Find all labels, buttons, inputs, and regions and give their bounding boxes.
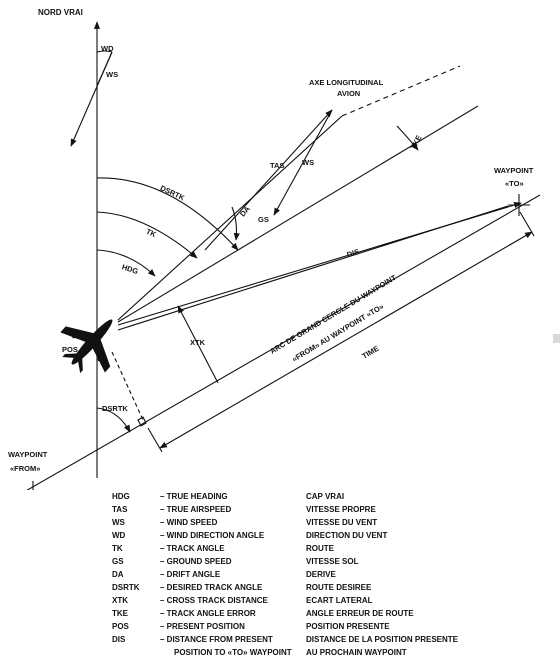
hdg-arc xyxy=(96,249,156,277)
legend-abbr: TKE xyxy=(112,609,128,618)
label-da: DA xyxy=(238,204,252,219)
legend-row: XTK – CROSS TRACK DISTANCE ECART LATERAL xyxy=(112,595,472,607)
legend-french: VITESSE DU VENT xyxy=(306,518,378,527)
legend-english: – TRUE HEADING xyxy=(160,492,228,501)
label-tas: TAS xyxy=(270,161,284,170)
legend-english: – TRUE AIRSPEED xyxy=(160,505,232,514)
label-xtk: XTK xyxy=(190,338,206,347)
label-waypoint-from-2: «FROM» xyxy=(10,464,40,473)
pos-perp-dashed xyxy=(111,351,144,421)
legend-row: DA – DRIFT ANGLE DERIVE xyxy=(112,569,472,581)
legend-row: POS – PRESENT POSITION POSITION PRESENTE xyxy=(112,621,472,633)
time-tick-left xyxy=(147,427,163,453)
legend-row: TKE – TRACK ANGLE ERROR ANGLE ERREUR DE … xyxy=(112,608,472,620)
label-waypoint-from-1: WAYPOINT xyxy=(8,450,48,459)
legend-english: – DISTANCE FROM PRESENT xyxy=(160,635,273,644)
tas-vector xyxy=(204,109,333,251)
label-hdg: HDG xyxy=(121,262,140,276)
label-axe-1: AXE LONGITUDINAL xyxy=(309,78,384,87)
label-ws-top: WS xyxy=(106,70,118,79)
legend-abbr: DIS xyxy=(112,635,126,644)
legend-french: ANGLE ERREUR DE ROUTE xyxy=(306,609,414,618)
legend-abbr: GS xyxy=(112,557,124,566)
legend-abbr: DA xyxy=(112,570,124,579)
aircraft-axis-line xyxy=(117,115,343,321)
legend-abbr: WS xyxy=(112,518,125,527)
label-nord-vrai: NORD VRAI xyxy=(38,8,83,17)
tke-arc xyxy=(396,125,419,151)
label-tke: TKE xyxy=(409,134,424,151)
label-dsrtk-bottom: DSRTK xyxy=(102,404,128,413)
legend-french: ROUTE xyxy=(306,544,334,553)
legend-english: – TRACK ANGLE xyxy=(160,544,225,553)
legend-row: WD – WIND DIRECTION ANGLE DIRECTION DU V… xyxy=(112,530,472,542)
legend-english: POSITION TO «TO» WAYPOINT xyxy=(174,648,292,657)
legend-row: POSITION TO «TO» WAYPOINT AU PROCHAIN WA… xyxy=(112,647,472,659)
label-gs: GS xyxy=(258,215,269,224)
legend-abbr: POS xyxy=(112,622,129,631)
label-dis: DIS xyxy=(346,247,361,259)
legend-french: ECART LATERAL xyxy=(306,596,373,605)
da-arc xyxy=(231,206,240,241)
legend-abbr: XTK xyxy=(112,596,128,605)
track-line xyxy=(117,105,479,323)
time-line xyxy=(159,231,533,449)
legend-french: ROUTE DESIREE xyxy=(306,583,372,592)
legend-french: POSITION PRESENTE xyxy=(306,622,390,631)
navigation-diagram: NORD VRAI WD WS AXE LONGITUDINAL AVION T… xyxy=(8,8,541,490)
label-dsrtk-top: DSRTK xyxy=(159,183,187,202)
dis-line xyxy=(117,205,509,331)
legend-english: – TRACK ANGLE ERROR xyxy=(160,609,256,618)
legend-english: – DESIRED TRACK ANGLE xyxy=(160,583,263,592)
dsrtk-lower-arc xyxy=(96,407,131,433)
legend-abbr: TAS xyxy=(112,505,128,514)
aircraft-axis-dashed xyxy=(341,65,461,117)
legend-english: – GROUND SPEED xyxy=(160,557,232,566)
legend-french: VITESSE PROPRE xyxy=(306,505,376,514)
time-tick-right xyxy=(519,211,535,237)
label-tk: TK xyxy=(145,227,158,240)
legend-row: TAS – TRUE AIRSPEED VITESSE PROPRE xyxy=(112,504,472,516)
legend-row: HDG – TRUE HEADING CAP VRAI xyxy=(112,491,472,503)
legend-french: AU PROCHAIN WAYPOINT xyxy=(306,648,407,657)
legend-abbr: DSRTK xyxy=(112,583,140,592)
wd-arc xyxy=(96,50,113,53)
legend-english: – CROSS TRACK DISTANCE xyxy=(160,596,268,605)
label-arc-1: ARC DE GRAND CERCLE DU WAYPOINT xyxy=(268,273,398,356)
label-waypoint-to-2: «TO» xyxy=(505,179,524,188)
label-wd: WD xyxy=(101,44,114,53)
legend-row: DIS – DISTANCE FROM PRESENT DISTANCE DE … xyxy=(112,634,472,646)
label-waypoint-to-1: WAYPOINT xyxy=(494,166,534,175)
legend-abbr: TK xyxy=(112,544,123,553)
label-pos: POS xyxy=(62,345,78,354)
aircraft-icon xyxy=(60,319,113,374)
page-edge-mark xyxy=(553,334,560,343)
right-angle-marker xyxy=(137,416,147,427)
legend-french: DISTANCE DE LA POSITION PRESENTE xyxy=(306,635,459,644)
label-time: TIME xyxy=(360,344,380,361)
ws-vector xyxy=(273,109,333,216)
legend-french: VITESSE SOL xyxy=(306,557,359,566)
legend-french: DIRECTION DU VENT xyxy=(306,531,388,540)
legend-english: – DRIFT ANGLE xyxy=(160,570,221,579)
legend-english: – WIND DIRECTION ANGLE xyxy=(160,531,265,540)
legend-row: TK – TRACK ANGLE ROUTE xyxy=(112,543,472,555)
legend-english: – PRESENT POSITION xyxy=(160,622,245,631)
wind-arrow-up xyxy=(96,51,113,87)
label-axe-2: AVION xyxy=(337,89,360,98)
tk-arc xyxy=(96,211,198,259)
legend-french: DERIVE xyxy=(306,570,336,579)
dsrtk-arc xyxy=(96,177,239,251)
legend-french: CAP VRAI xyxy=(306,492,345,501)
legend-row: WS – WIND SPEED VITESSE DU VENT xyxy=(112,517,472,529)
legend-row: GS – GROUND SPEED VITESSE SOL xyxy=(112,556,472,568)
legend-english: – WIND SPEED xyxy=(160,518,218,527)
legend-abbr: HDG xyxy=(112,492,130,501)
legend-row: DSRTK – DESIRED TRACK ANGLE ROUTE DESIRE… xyxy=(112,582,472,594)
label-ws-mid: WS xyxy=(302,158,314,167)
legend-abbr: WD xyxy=(112,531,126,540)
